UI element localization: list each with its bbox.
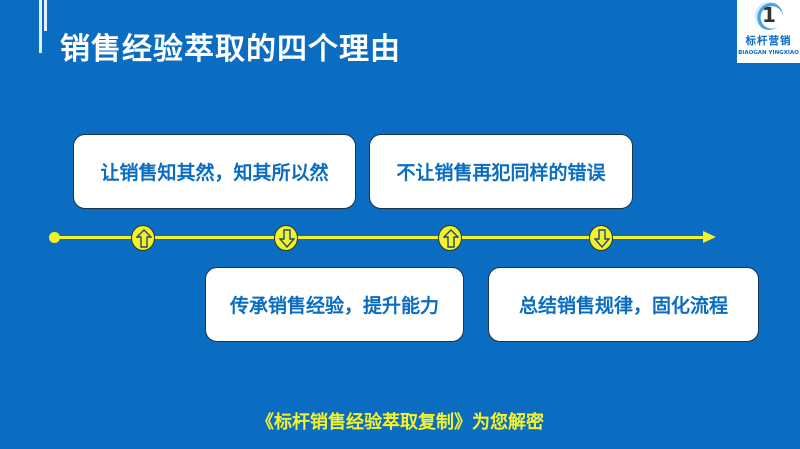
decorative-line-long bbox=[39, 0, 42, 53]
footer-caption: 《标杆销售经验萃取复制》为您解密 bbox=[256, 412, 544, 433]
decorative-line-short bbox=[44, 0, 47, 31]
logo-circle-icon: 1 bbox=[755, 2, 783, 30]
logo-name-en: BIAOGAN YINGXIAO bbox=[738, 50, 799, 56]
timeline-line bbox=[55, 236, 705, 239]
logo-name-cn: 标杆营销 bbox=[745, 35, 792, 47]
reason-card-1: 让销售知其然，知其所以然 bbox=[73, 134, 356, 209]
reason-card-2: 传承销售经验，提升能力 bbox=[205, 267, 464, 342]
logo-number: 1 bbox=[762, 3, 776, 27]
arrow-up-icon bbox=[131, 225, 155, 251]
reason-card-label: 传承销售经验，提升能力 bbox=[229, 295, 439, 317]
arrow-down-icon bbox=[589, 225, 613, 251]
arrow-down-icon bbox=[274, 225, 298, 251]
reason-card-label: 总结销售规律，固化流程 bbox=[518, 295, 728, 317]
reason-card-4: 总结销售规律，固化流程 bbox=[488, 267, 759, 342]
arrow-up-icon bbox=[438, 225, 462, 251]
brand-logo: 1 标杆营销 BIAOGAN YINGXIAO bbox=[737, 0, 800, 63]
timeline-start-dot-icon bbox=[49, 232, 60, 243]
timeline-arrowhead-icon bbox=[703, 231, 716, 243]
reason-card-label: 让销售知其然，知其所以然 bbox=[100, 162, 329, 184]
reason-card-3: 不让销售再犯同样的错误 bbox=[369, 134, 633, 209]
slide-title: 销售经验萃取的四个理由 bbox=[60, 32, 401, 67]
reason-card-label: 不让销售再犯同样的错误 bbox=[396, 162, 606, 184]
